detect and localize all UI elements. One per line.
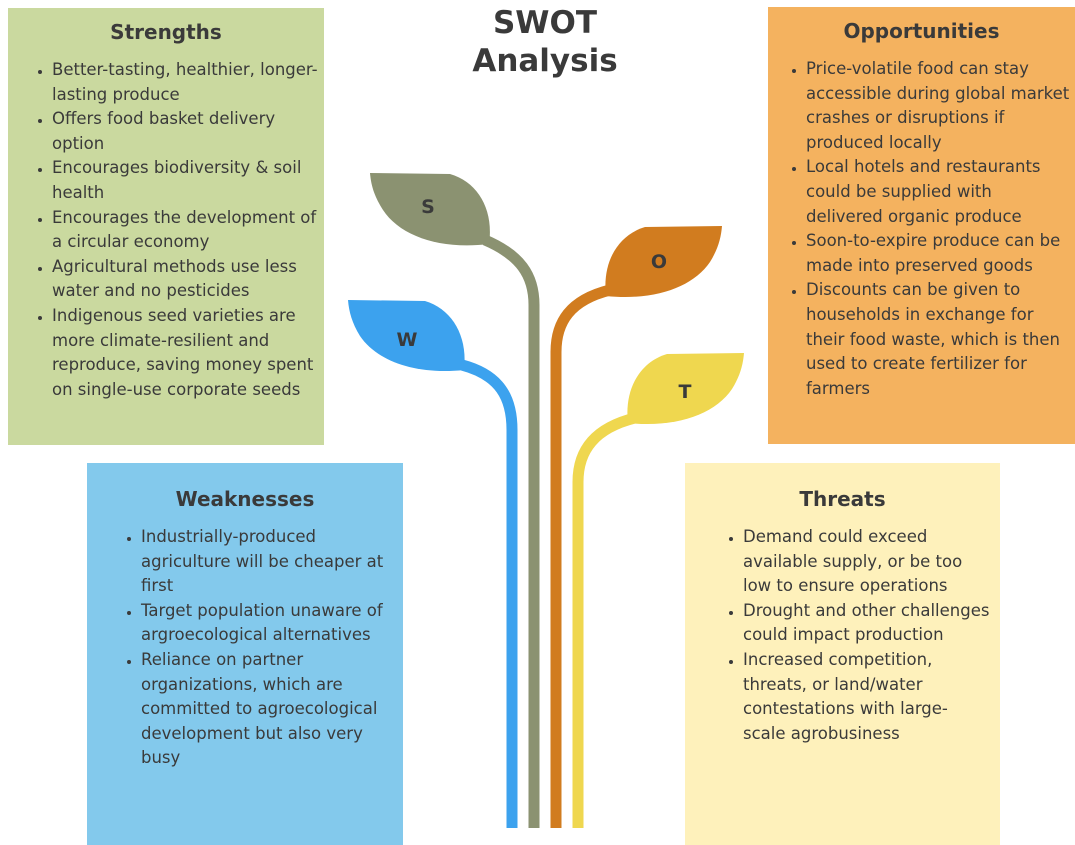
threat-item: Increased competition, threats, or land/… <box>743 648 990 746</box>
stem-s <box>482 234 540 828</box>
weaknesses-list: Industrially-produced agriculture will b… <box>87 525 403 771</box>
title-line-1: SWOT <box>492 5 598 41</box>
stem-t <box>572 412 637 828</box>
weaknesses-box: Weaknesses Industrially-produced agricul… <box>87 463 403 845</box>
threat-item: Drought and other challenges could impac… <box>743 599 990 648</box>
opportunity-item: Local hotels and restaurants could be su… <box>806 155 1073 229</box>
leaf-w <box>348 300 465 372</box>
leaf-o-letter: O <box>651 251 667 273</box>
leaf-o <box>605 226 722 298</box>
opportunity-item: Price-volatile food can stay accessible … <box>806 57 1073 155</box>
leaf-w-letter: W <box>397 329 418 351</box>
weakness-item: Reliance on partner organizations, which… <box>141 648 397 771</box>
threat-item: Demand could exceed available supply, or… <box>743 525 990 599</box>
weaknesses-heading: Weaknesses <box>175 487 315 511</box>
strengths-list: Better-tasting, healthier, longer-lastin… <box>8 58 324 402</box>
diagram-title: SWOT Analysis <box>440 4 650 80</box>
leaf-t <box>627 353 744 425</box>
strengths-box: Strengths Better-tasting, healthier, lon… <box>8 8 324 445</box>
strength-item: Offers food basket delivery option <box>52 107 324 156</box>
strength-item: Encourages biodiversity & soil health <box>52 156 324 205</box>
title-line-2: Analysis <box>472 43 618 79</box>
stem-o <box>550 284 612 828</box>
leaf-s <box>370 173 490 246</box>
opportunities-heading: Opportunities <box>843 19 1000 43</box>
threats-box: Threats Demand could exceed available su… <box>685 463 1000 845</box>
strength-item: Encourages the development of a circular… <box>52 206 324 255</box>
opportunity-item: Discounts can be given to households in … <box>806 278 1073 401</box>
leaf-t-letter: T <box>679 381 692 403</box>
leaf-s-letter: S <box>421 196 435 218</box>
strength-item: Indigenous seed varieties are more clima… <box>52 304 324 402</box>
opportunity-item: Soon-to-expire produce can be made into … <box>806 229 1073 278</box>
stem-w <box>460 359 518 828</box>
threats-list: Demand could exceed available supply, or… <box>685 525 1000 746</box>
weakness-item: Target population unaware of argroecolog… <box>141 599 397 648</box>
threats-heading: Threats <box>799 487 886 511</box>
strength-item: Agricultural methods use less water and … <box>52 255 324 304</box>
strengths-heading: Strengths <box>110 20 222 44</box>
opportunities-list: Price-volatile food can stay accessible … <box>768 57 1075 401</box>
opportunities-box: Opportunities Price-volatile food can st… <box>768 7 1075 444</box>
strength-item: Better-tasting, healthier, longer-lastin… <box>52 58 324 107</box>
weakness-item: Industrially-produced agriculture will b… <box>141 525 397 599</box>
